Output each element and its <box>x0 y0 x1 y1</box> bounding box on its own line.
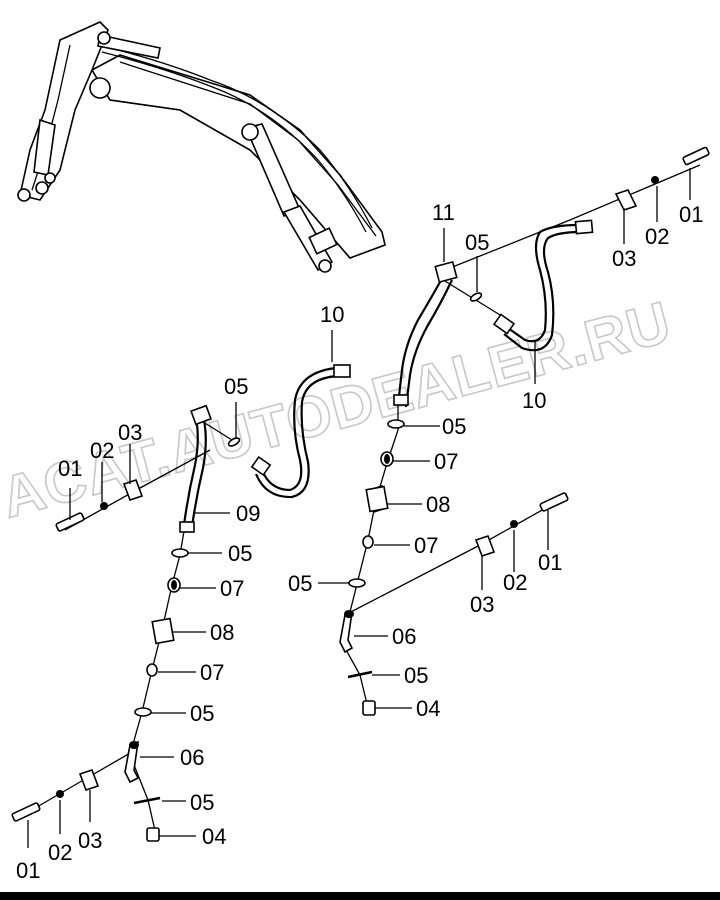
label-01: 01 <box>679 202 703 227</box>
label-08: 08 <box>210 620 234 645</box>
label-03: 03 <box>118 420 142 445</box>
label-06: 06 <box>180 745 204 770</box>
label-04: 04 <box>416 696 440 721</box>
right-assembly <box>339 146 710 716</box>
label-11: 11 <box>432 200 455 225</box>
label-10: 10 <box>320 302 344 327</box>
label-02: 02 <box>90 438 114 463</box>
label-05: 05 <box>288 571 312 596</box>
label-01: 01 <box>58 456 82 481</box>
label-05: 05 <box>465 230 489 255</box>
bottom-border <box>0 892 720 900</box>
label-02: 02 <box>645 224 669 249</box>
label-07: 07 <box>220 576 244 601</box>
label-09: 09 <box>236 501 260 526</box>
leader-lines <box>27 168 691 848</box>
label-02: 02 <box>503 570 527 595</box>
label-05: 05 <box>190 790 214 815</box>
excavator-boom-illustration <box>17 21 386 273</box>
label-03: 03 <box>78 828 102 853</box>
label-02: 02 <box>48 840 72 865</box>
label-07: 07 <box>414 533 438 558</box>
label-06: 06 <box>392 624 416 649</box>
label-05: 05 <box>228 541 252 566</box>
label-04: 04 <box>202 824 226 849</box>
label-03: 03 <box>470 592 494 617</box>
label-07: 07 <box>434 449 458 474</box>
label-03: 03 <box>612 246 636 271</box>
label-01: 01 <box>538 550 562 575</box>
label-10: 10 <box>522 388 546 413</box>
label-05: 05 <box>190 701 214 726</box>
label-07: 07 <box>200 660 224 685</box>
part-labels: 11 05 10 10 03 02 01 05 05 07 08 07 05 0… <box>16 200 703 883</box>
left-assembly <box>11 364 351 842</box>
label-08: 08 <box>426 492 450 517</box>
label-05: 05 <box>224 374 248 399</box>
label-01: 01 <box>16 858 40 883</box>
label-05: 05 <box>404 663 428 688</box>
label-05: 05 <box>442 414 466 439</box>
